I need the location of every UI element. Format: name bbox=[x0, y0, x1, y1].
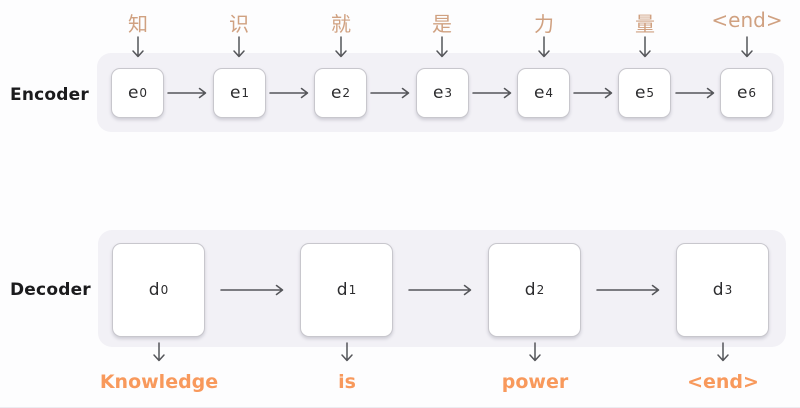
arrow-right-icon bbox=[596, 284, 660, 296]
encoder-label: Encoder bbox=[10, 85, 89, 105]
encoder-input-token-5: 量 bbox=[635, 12, 655, 36]
decoder-label: Decoder bbox=[10, 280, 91, 300]
cell-base: e bbox=[330, 83, 342, 103]
cell-base: e bbox=[634, 83, 646, 103]
arrow-down-icon bbox=[538, 36, 550, 58]
arrow-right-icon bbox=[269, 87, 309, 99]
decoder-output-token-2: power bbox=[501, 371, 569, 393]
cell-base: e bbox=[127, 83, 139, 103]
encoder-input-token-1: 识 bbox=[229, 12, 249, 36]
arrow-right-icon bbox=[675, 87, 715, 99]
arrow-down-icon bbox=[341, 342, 353, 362]
cell-base: d bbox=[148, 280, 160, 300]
encoder-input-token-3: 是 bbox=[432, 12, 452, 36]
arrow-down-icon bbox=[153, 342, 165, 362]
arrow-down-icon bbox=[639, 36, 651, 58]
cell-base: e bbox=[432, 83, 444, 103]
arrow-down-icon bbox=[741, 36, 753, 58]
cell-base: e bbox=[736, 83, 748, 103]
arrow-right-icon bbox=[220, 284, 284, 296]
arrow-down-icon bbox=[717, 342, 729, 362]
arrow-down-icon bbox=[529, 342, 541, 362]
arrow-down-icon bbox=[335, 36, 347, 58]
encoder-input-token-6: <end> bbox=[711, 8, 783, 32]
arrow-right-icon bbox=[167, 87, 207, 99]
arrow-down-icon bbox=[132, 36, 144, 58]
arrow-down-icon bbox=[436, 36, 448, 58]
encoder-input-token-0: 知 bbox=[128, 12, 148, 36]
cell-base: e bbox=[533, 83, 545, 103]
cell-base: d bbox=[524, 280, 536, 300]
arrow-right-icon bbox=[573, 87, 613, 99]
encoder-input-token-2: 就 bbox=[331, 12, 351, 36]
cell-base: d bbox=[712, 280, 724, 300]
decoder-output-token-0: Knowledge bbox=[99, 371, 219, 393]
arrow-right-icon bbox=[472, 87, 512, 99]
cell-base: d bbox=[336, 280, 348, 300]
arrow-right-icon bbox=[370, 87, 410, 99]
decoder-output-token-3: <end> bbox=[687, 371, 759, 393]
encoder-input-token-4: 力 bbox=[534, 12, 554, 36]
arrow-down-icon bbox=[233, 36, 245, 58]
decoder-output-token-1: is bbox=[338, 371, 356, 393]
arrow-right-icon bbox=[408, 284, 472, 296]
decoder-band bbox=[98, 230, 786, 347]
cell-base: e bbox=[229, 83, 241, 103]
